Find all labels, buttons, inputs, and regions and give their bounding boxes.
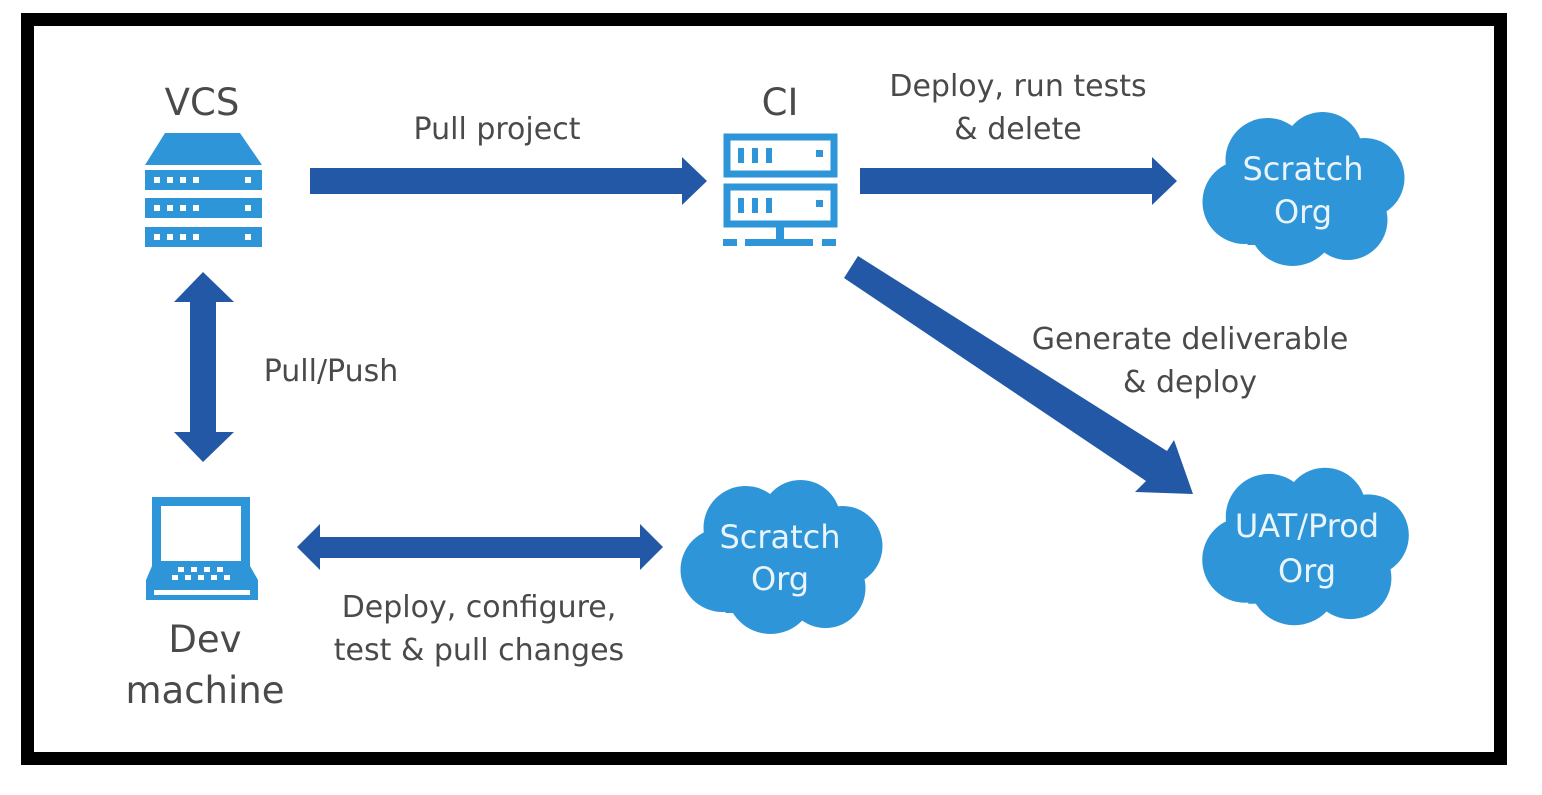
cloud-icon: [1202, 467, 1409, 626]
vcs-label: VCS: [165, 81, 240, 124]
dev-label-line2: machine: [125, 669, 284, 712]
edge-label-deploy-run-tests-line2: & delete: [954, 112, 1081, 147]
edge-label-generate-deliverable-line2: & deploy: [1123, 365, 1257, 400]
ci-label: CI: [762, 81, 799, 124]
cloud-icon: [680, 480, 883, 634]
scratch-org-dev-line2: Org: [751, 560, 809, 598]
arrow-vcs-dev-bidirectional: [174, 272, 234, 462]
laptop-icon: [146, 497, 258, 600]
edge-label-deploy-run-tests-line1: Deploy, run tests: [889, 69, 1146, 104]
arrow-ci-to-uat: [844, 256, 1193, 494]
server-rack-icon: [145, 133, 262, 247]
arrow-vcs-to-ci: [310, 157, 707, 205]
arrow-dev-scratch-bidirectional: [297, 524, 663, 570]
arrow-ci-to-scratch: [860, 157, 1177, 205]
edge-label-pull-push: Pull/Push: [264, 354, 399, 389]
edge-label-generate-deliverable-line1: Generate deliverable: [1032, 322, 1349, 357]
edge-label-deploy-configure-line1: Deploy, configure,: [342, 590, 617, 625]
scratch-org-ci-cloud: Scratch Org: [1202, 112, 1405, 266]
scratch-org-ci-line2: Org: [1274, 193, 1332, 231]
scratch-org-dev-line1: Scratch: [719, 518, 840, 556]
edge-label-deploy-configure-line2: test & pull changes: [334, 633, 624, 668]
uat-prod-org-line2: Org: [1278, 552, 1336, 590]
cloud-icon: [1202, 112, 1405, 266]
server-monitor-icon: [723, 133, 838, 246]
uat-prod-org-line1: UAT/Prod: [1235, 507, 1379, 545]
dev-label-line1: Dev: [168, 618, 241, 661]
uat-prod-org-cloud: UAT/Prod Org: [1202, 467, 1409, 626]
scratch-org-ci-line1: Scratch: [1242, 150, 1363, 188]
edge-label-pull-project: Pull project: [414, 112, 581, 147]
scratch-org-dev-cloud: Scratch Org: [680, 480, 883, 634]
